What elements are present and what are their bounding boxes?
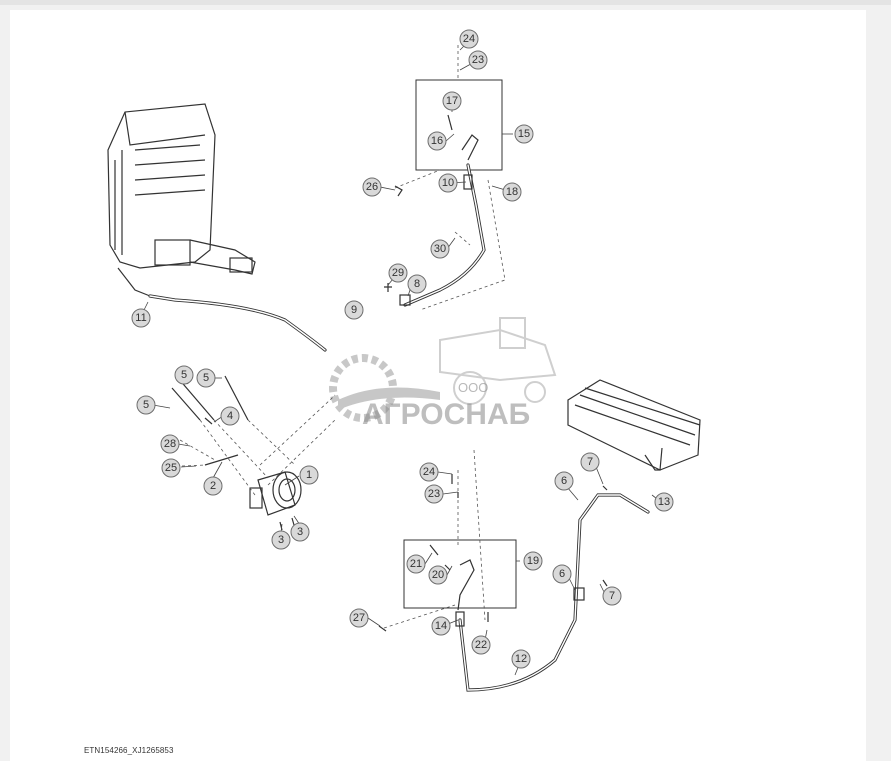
svg-text:24: 24 <box>463 33 475 45</box>
svg-text:11: 11 <box>135 312 146 324</box>
top-bar <box>0 0 891 5</box>
compressor-1 <box>249 471 302 516</box>
svg-text:30: 30 <box>434 243 446 255</box>
callout-5: 5 <box>136 395 156 415</box>
svg-text:29: 29 <box>392 267 404 279</box>
callout-28: 28 <box>160 434 180 454</box>
callout-20: 20 <box>428 565 448 585</box>
watermark-logo <box>329 317 557 422</box>
callout-16: 16 <box>427 131 447 151</box>
callout-13: 13 <box>654 492 674 512</box>
svg-text:5: 5 <box>203 372 209 384</box>
condenser <box>567 379 701 471</box>
callout-17: 17 <box>442 91 462 111</box>
svg-text:18: 18 <box>506 186 518 198</box>
svg-text:2: 2 <box>210 480 216 492</box>
svg-text:16: 16 <box>431 135 443 147</box>
svg-text:19: 19 <box>527 555 539 567</box>
svg-text:24: 24 <box>423 466 435 478</box>
callout-14: 14 <box>431 616 451 636</box>
callout-29: 29 <box>388 263 408 283</box>
svg-text:13: 13 <box>658 496 670 508</box>
svg-text:17: 17 <box>446 95 458 107</box>
svg-text:9: 9 <box>351 304 357 316</box>
svg-text:3: 3 <box>297 526 303 538</box>
svg-text:7: 7 <box>587 456 593 468</box>
callout-23: 23 <box>424 484 444 504</box>
svg-text:23: 23 <box>472 54 484 66</box>
callout-2: 2 <box>203 476 223 496</box>
svg-text:25: 25 <box>165 462 177 474</box>
callout-5: 5 <box>174 365 194 385</box>
figure-reference: ETN154266_XJ1265853 <box>84 746 174 755</box>
callout-8: 8 <box>407 274 427 294</box>
callout-25: 25 <box>161 458 181 478</box>
svg-text:5: 5 <box>143 399 149 411</box>
callout-23: 23 <box>468 50 488 70</box>
svg-text:21: 21 <box>410 558 422 570</box>
svg-text:7: 7 <box>609 590 615 602</box>
svg-text:22: 22 <box>475 639 487 651</box>
hose-12 <box>455 493 650 692</box>
callout-12: 12 <box>511 649 531 669</box>
callout-7: 7 <box>602 586 622 606</box>
svg-text:6: 6 <box>559 568 565 580</box>
callout-18: 18 <box>502 182 522 202</box>
svg-text:1: 1 <box>306 469 312 481</box>
svg-text:5: 5 <box>181 369 187 381</box>
svg-text:28: 28 <box>164 438 176 450</box>
callout-7: 7 <box>580 452 600 472</box>
callout-11: 11 <box>131 308 151 328</box>
svg-text:15: 15 <box>518 128 530 140</box>
watermark-prefix: ООО <box>458 380 488 395</box>
svg-text:23: 23 <box>428 488 440 500</box>
callout-6: 6 <box>554 471 574 491</box>
callout-22: 22 <box>471 635 491 655</box>
svg-text:8: 8 <box>414 278 420 290</box>
callout-19: 19 <box>523 551 543 571</box>
svg-text:14: 14 <box>435 620 447 632</box>
callout-9: 9 <box>344 300 364 320</box>
svg-text:12: 12 <box>515 653 527 665</box>
callout-6: 6 <box>552 564 572 584</box>
callout-3: 3 <box>290 522 310 542</box>
callout-30: 30 <box>430 239 450 259</box>
svg-text:20: 20 <box>432 569 444 581</box>
frame-19 <box>403 539 517 609</box>
watermark-company-name: АГРОСНАБ <box>362 398 530 431</box>
leader-lines <box>139 40 662 676</box>
frame-15 <box>415 79 503 171</box>
callout-3: 3 <box>271 530 291 550</box>
svg-text:26: 26 <box>366 181 378 193</box>
callout-4: 4 <box>220 406 240 426</box>
callout-21: 21 <box>406 554 426 574</box>
callout-10: 10 <box>438 173 458 193</box>
callout-26: 26 <box>362 177 382 197</box>
callout-27: 27 <box>349 608 369 628</box>
svg-text:4: 4 <box>227 410 233 422</box>
svg-text:3: 3 <box>278 534 284 546</box>
callout-24: 24 <box>419 462 439 482</box>
svg-text:27: 27 <box>353 612 365 624</box>
upper-hose-10 <box>399 114 486 307</box>
hose-11 <box>148 294 327 352</box>
svg-text:6: 6 <box>561 475 567 487</box>
callout-15: 15 <box>514 124 534 144</box>
callout-24: 24 <box>459 29 479 49</box>
callout-1: 1 <box>299 465 319 485</box>
callout-5: 5 <box>196 368 216 388</box>
engine-assembly <box>107 103 256 297</box>
svg-text:10: 10 <box>442 177 454 189</box>
